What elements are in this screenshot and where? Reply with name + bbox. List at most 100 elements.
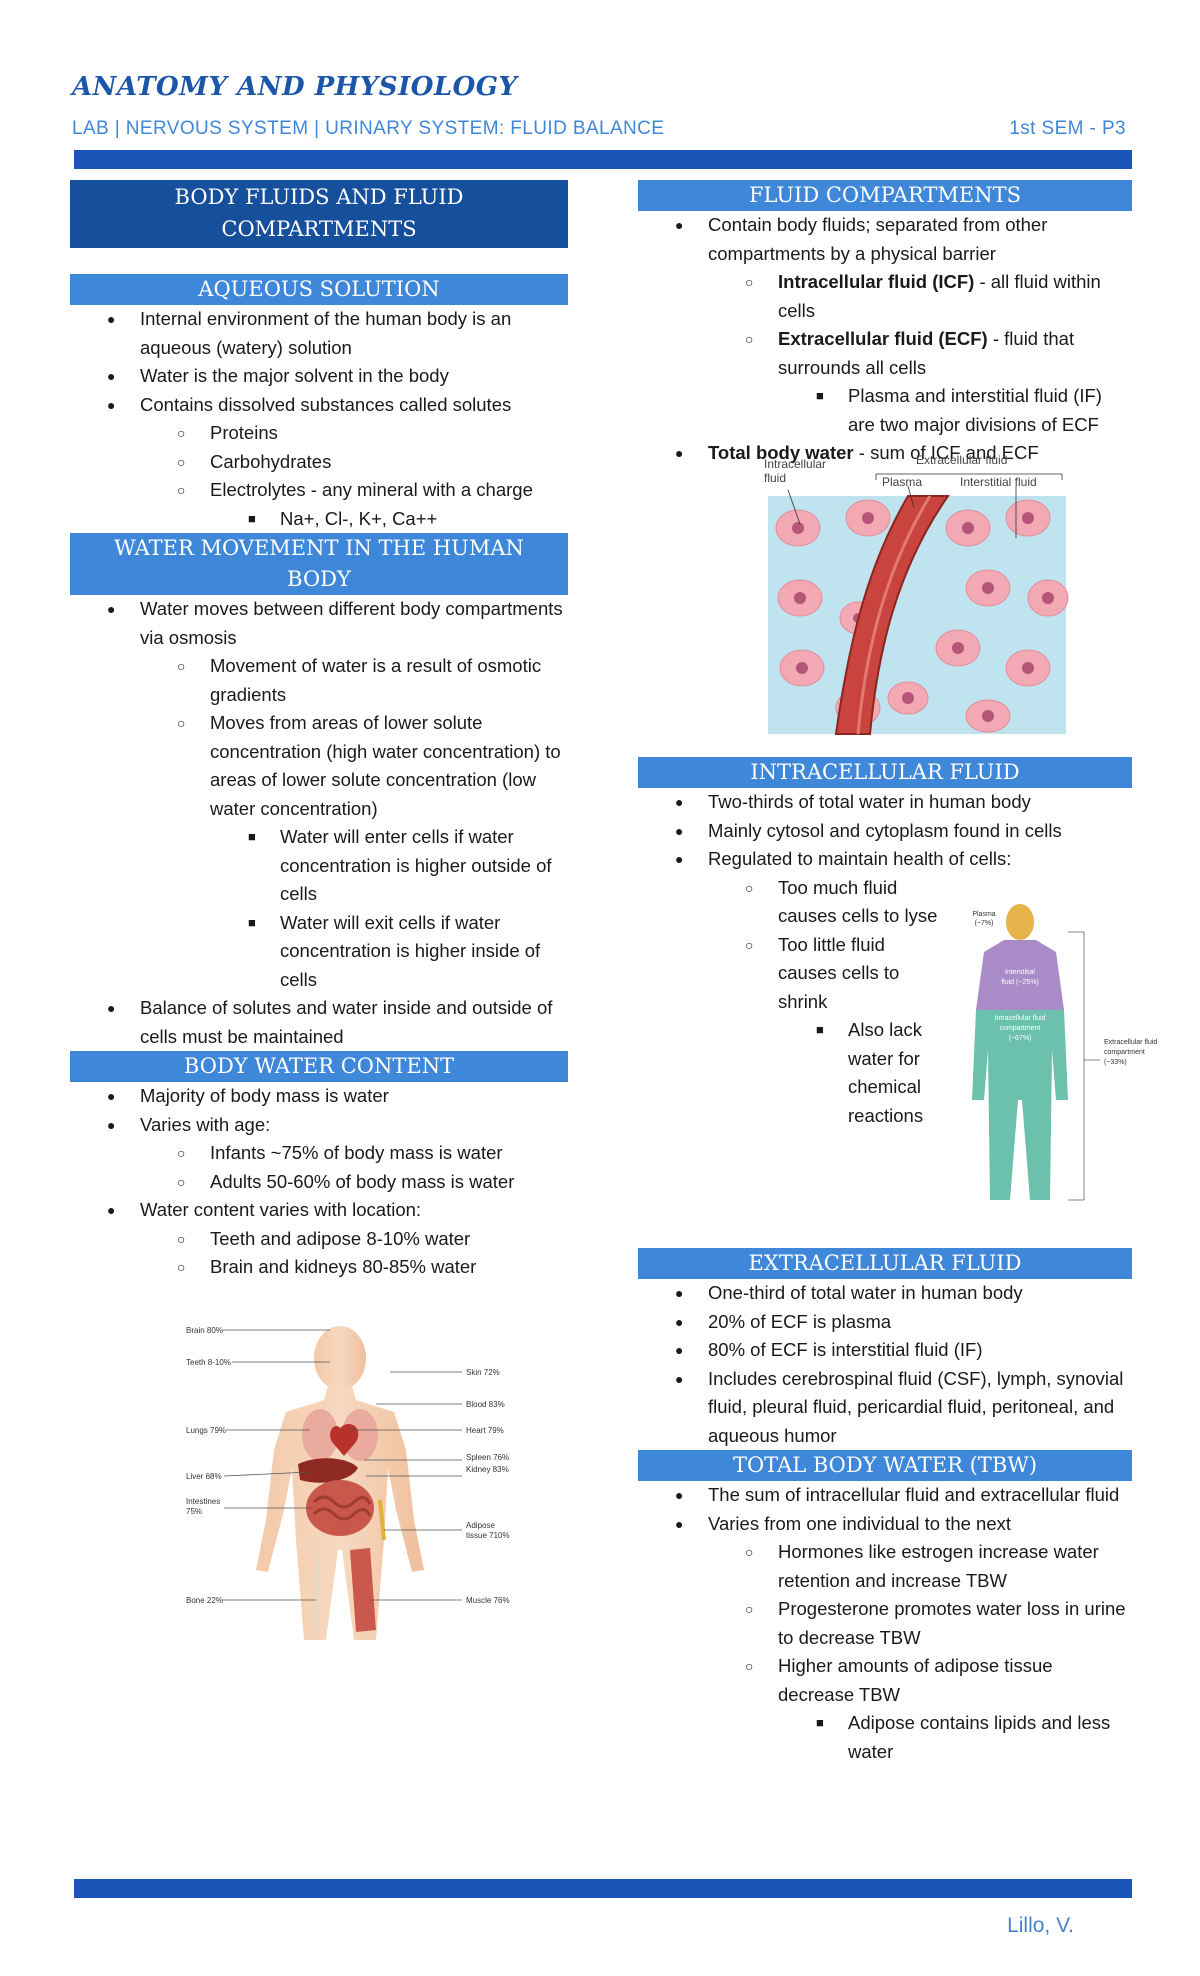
figure-intestines-coils: [312, 1495, 372, 1521]
footer-divider-bar: [74, 1879, 1132, 1898]
label-blood: Blood 83%: [466, 1400, 505, 1409]
list-item: Water is the major solvent in the body: [70, 362, 568, 391]
list-item: Plasma and interstitial fluid (IF) are t…: [638, 382, 1132, 439]
main-section-heading: BODY FLUIDS AND FLUID COMPARTMENTS: [70, 180, 568, 248]
tbw-definition: - sum of ICF and ECF: [853, 442, 1039, 463]
list-item: Contains dissolved substances called sol…: [70, 391, 568, 534]
list-item: Adipose contains lipids and less water: [638, 1709, 1132, 1766]
label-intracellular: Intracellular: [764, 457, 826, 471]
water-movement-list: Water moves between different body compa…: [70, 595, 568, 1051]
list-item-text: Varies with age:: [140, 1113, 271, 1135]
list-item: Varies from one individual to the next H…: [638, 1510, 1132, 1767]
label-plasma: Plasma: [972, 911, 995, 918]
list-item: Movement of water is a result of osmotic…: [70, 652, 568, 709]
label-extracellular-fluid: Extracellular fluid: [916, 453, 1007, 467]
body-water-content-heading: BODY WATER CONTENT: [70, 1051, 568, 1082]
label-plasma-value: (~7%): [975, 920, 994, 927]
label-heart: Heart 79%: [466, 1426, 504, 1435]
icf-term: Intracellular fluid (ICF): [778, 271, 975, 292]
list-item: Adults 50-60% of body mass is water: [70, 1168, 568, 1197]
list-item: Contain body fluids; separated from othe…: [638, 211, 1132, 439]
list-item: Internal environment of the human body i…: [70, 305, 568, 362]
label-intestines: Intestines: [186, 1497, 220, 1506]
figure-intestines: [306, 1480, 374, 1536]
list-item: Extracellular fluid (ECF) - fluid that s…: [638, 325, 1132, 439]
list-item: Regulated to maintain health of cells: T…: [638, 845, 1132, 1130]
label-teeth: Teeth 8-10%: [186, 1358, 231, 1367]
label-lungs: Lungs 79%: [186, 1426, 226, 1435]
fluid-compartments-list: Contain body fluids; separated from othe…: [638, 211, 1132, 468]
list-item: Hormones like estrogen increase water re…: [638, 1538, 1132, 1595]
list-item: Infants ~75% of body mass is water: [70, 1139, 568, 1168]
author-name: Lillo, V.: [1007, 1914, 1074, 1937]
list-item-line: causes cells to: [778, 962, 900, 983]
intracellular-section: INTRACELLULAR FLUID Two-thirds of total …: [638, 757, 1132, 1130]
label-interstitial-fluid: Interstitial fluid: [960, 475, 1037, 489]
figure-leader-lines: [1068, 931, 1100, 1201]
figure-head: [314, 1326, 366, 1390]
list-item: Varies with age: Infants ~75% of body ma…: [70, 1111, 568, 1197]
label-interstitial-value: fluid (~25%): [1001, 979, 1039, 986]
capillary-vessel: [834, 495, 950, 735]
figure-leg-muscle: [350, 1548, 376, 1632]
list-item-line: Also lack: [848, 1019, 923, 1040]
list-item: One-third of total water in human body: [638, 1279, 1132, 1308]
body-water-figure: Brain 80% Teeth 8-10% Lungs 79% Liver 68…: [186, 1326, 510, 1640]
ecf-term: Extracellular fluid (ECF): [778, 328, 988, 349]
list-item-text: Water moves between different body compa…: [140, 598, 563, 648]
extracellular-section: EXTRACELLULAR FLUID One-third of total w…: [638, 1248, 1132, 1766]
figure-lungs: [342, 1409, 378, 1461]
figure-heart: [330, 1423, 359, 1456]
capillary-highlight: [856, 495, 932, 735]
figure-liver: [298, 1458, 358, 1483]
list-item: 20% of ECF is plasma: [638, 1308, 1132, 1337]
list-item: Brain and kidneys 80-85% water: [70, 1253, 568, 1282]
silhouette-intracellular: [972, 1010, 1068, 1200]
ecf-definition: - fluid that surrounds all cells: [778, 328, 1075, 378]
list-item: Water content varies with location: Teet…: [70, 1196, 568, 1282]
figure-leader-lines: [787, 473, 1063, 538]
total-body-water-list: The sum of intracellular fluid and extra…: [638, 1481, 1132, 1766]
label-brain: Brain 80%: [186, 1326, 223, 1335]
list-item-line: shrink: [778, 990, 828, 1012]
silhouette-head-plasma: [1006, 904, 1034, 940]
list-item-text: Regulated to maintain health of cells:: [708, 848, 1012, 869]
list-item: Two-thirds of total water in human body: [638, 788, 1132, 817]
list-item: Moves from areas of lower solute concent…: [70, 709, 568, 994]
label-icf-compartment: compartment: [1000, 1025, 1041, 1032]
label-skin: Skin 72%: [466, 1368, 500, 1377]
main-heading-line-2: COMPARTMENTS: [221, 217, 417, 241]
tbw-term: Total body water: [708, 442, 854, 463]
list-item: Progesterone promotes water loss in urin…: [638, 1595, 1132, 1652]
label-spleen: Spleen 76%: [466, 1453, 509, 1462]
list-item-line: water for: [848, 1047, 920, 1069]
figure-leader-lines: [222, 1329, 462, 1601]
label-intestines-value: 75%: [186, 1507, 202, 1516]
list-item: Also lack water for chemical reactions: [638, 1016, 1132, 1130]
right-column: FLUID COMPARTMENTS Contain body fluids; …: [638, 180, 1132, 468]
extracellular-fluid-list: One-third of total water in human body 2…: [638, 1279, 1132, 1450]
list-item: Na+, Cl-, K+, Ca++: [70, 505, 568, 534]
label-muscle: Muscle 76%: [466, 1596, 510, 1605]
list-item: Too little fluid causes cells to shrink …: [638, 931, 1132, 1131]
list-item-line: Too much fluid: [778, 876, 898, 898]
list-item: Too much fluid causes cells to lyse: [638, 874, 1132, 931]
label-icf-value: (~67%): [1009, 1035, 1032, 1042]
label-adipose-value: tissue 710%: [466, 1531, 510, 1540]
figure-lungs: [302, 1409, 338, 1461]
intracellular-fluid-list: Two-thirds of total water in human body …: [638, 788, 1132, 1130]
list-item: The sum of intracellular fluid and extra…: [638, 1481, 1132, 1510]
list-item: 80% of ECF is interstitial fluid (IF): [638, 1336, 1132, 1365]
label-adipose: Adipose: [466, 1521, 495, 1530]
figure-adipose: [378, 1499, 386, 1541]
list-item: Teeth and adipose 8-10% water: [70, 1225, 568, 1254]
label-ecf-compartment: compartment: [1104, 1049, 1145, 1056]
water-movement-heading-line-2: BODY: [287, 567, 351, 591]
list-item-line: reactions: [848, 1104, 924, 1126]
aqueous-solution-heading: AQUEOUS SOLUTION: [70, 274, 568, 305]
list-item: Mainly cytosol and cytoplasm found in ce…: [638, 817, 1132, 846]
list-item: Majority of body mass is water: [70, 1082, 568, 1111]
list-item-text: Varies from one individual to the next: [708, 1512, 1012, 1534]
header-divider-bar: [74, 150, 1132, 169]
list-item-text: Higher amounts of adipose tissue decreas…: [778, 1655, 1053, 1705]
